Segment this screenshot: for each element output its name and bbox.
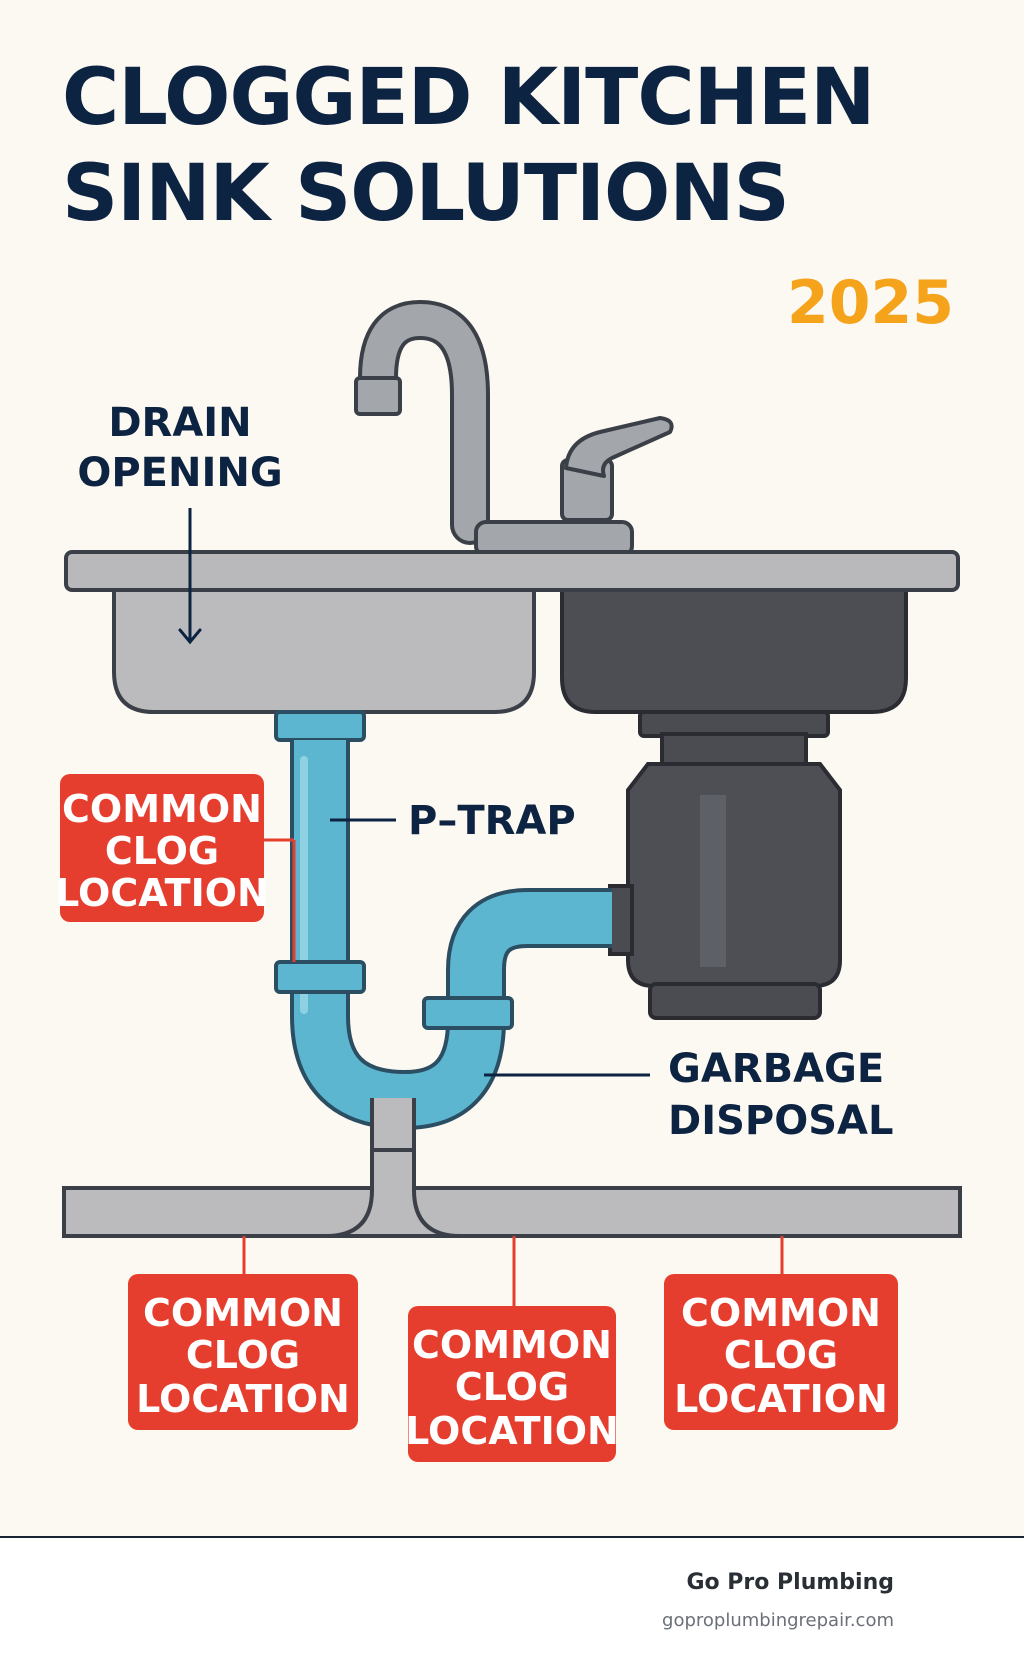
clog-badge-3-line2: CLOG xyxy=(455,1365,569,1409)
left-sink-basin xyxy=(112,578,536,714)
faucet xyxy=(354,299,674,558)
clog-badge-3-line3: LOCATION xyxy=(405,1409,619,1453)
faucet-spout-fill xyxy=(362,303,486,541)
ptrap-nut-right xyxy=(422,996,514,1030)
ptrap-label: P–TRAP xyxy=(408,798,576,844)
page-title: CLOGGED KITCHEN SINK SOLUTIONS xyxy=(62,50,875,242)
clog-badge-4-line1: COMMON xyxy=(681,1291,881,1335)
faucet-tip xyxy=(354,376,402,416)
year-badge: 2025 xyxy=(787,268,954,338)
disposal-label-2: DISPOSAL xyxy=(668,1098,893,1144)
ptrap-tailpiece-top xyxy=(274,710,366,742)
clog-badge-2-line1: COMMON xyxy=(143,1291,343,1335)
clog-badge-1: COMMON CLOG LOCATION xyxy=(55,774,269,922)
clog-badge-1-bg xyxy=(60,774,264,922)
sink-diagram: DRAIN OPENING P–TRAP GARBAGE DISPOSAL CO… xyxy=(55,299,962,1462)
footer xyxy=(0,1538,1024,1666)
right-sink-basin xyxy=(560,578,908,714)
clog-badge-2-line2: CLOG xyxy=(186,1333,300,1377)
drain-opening-label-1: DRAIN xyxy=(108,400,251,446)
disposal-outlet xyxy=(608,884,634,956)
p-trap xyxy=(274,710,612,1152)
disposal-bottom xyxy=(648,982,822,1020)
disposal-label-1: GARBAGE xyxy=(668,1046,884,1092)
title-line-2: SINK SOLUTIONS xyxy=(62,149,790,239)
footer-divider xyxy=(0,1536,1024,1538)
footer-brand: Go Pro Plumbing xyxy=(686,1570,894,1595)
ptrap-drop xyxy=(370,1098,416,1152)
countertop xyxy=(64,550,960,592)
main-pipe-tee xyxy=(325,1144,461,1238)
drain-opening-label-2: OPENING xyxy=(77,450,282,496)
drain-arrow-head xyxy=(178,628,202,645)
clog-badge-2-line3: LOCATION xyxy=(136,1377,350,1421)
main-pipe-horizontal xyxy=(62,1186,962,1238)
faucet-handle-lever xyxy=(564,416,674,478)
disposal-highlight xyxy=(700,795,726,967)
clog-badge-4: COMMON CLOG LOCATION xyxy=(664,1274,898,1430)
clog-badge-3: COMMON CLOG LOCATION xyxy=(405,1306,619,1462)
ptrap-pipe xyxy=(294,740,612,1126)
clog-badge-4-line3: LOCATION xyxy=(674,1377,888,1421)
clog-badge-2-bg xyxy=(128,1274,358,1430)
clog-badge-1-line2: CLOG xyxy=(105,829,219,873)
clog-badge-4-bg xyxy=(664,1274,898,1430)
clog-badge-1-line1: COMMON xyxy=(62,787,262,831)
footer-website: goproplumbingrepair.com xyxy=(662,1610,894,1631)
clog-badge-3-line1: COMMON xyxy=(412,1323,612,1367)
ptrap-nut-left xyxy=(274,960,366,994)
clog-badge-2: COMMON CLOG LOCATION xyxy=(128,1274,358,1430)
main-drain-pipe xyxy=(62,1144,962,1238)
garbage-disposal xyxy=(608,710,842,1020)
disposal-neck xyxy=(660,732,808,766)
title-line-1: CLOGGED KITCHEN xyxy=(62,53,875,143)
disposal-body xyxy=(626,762,842,988)
clog-badge-4-line2: CLOG xyxy=(724,1333,838,1377)
clog-badge-3-bg xyxy=(408,1306,616,1462)
clog-badge-1-line3: LOCATION xyxy=(55,871,269,915)
